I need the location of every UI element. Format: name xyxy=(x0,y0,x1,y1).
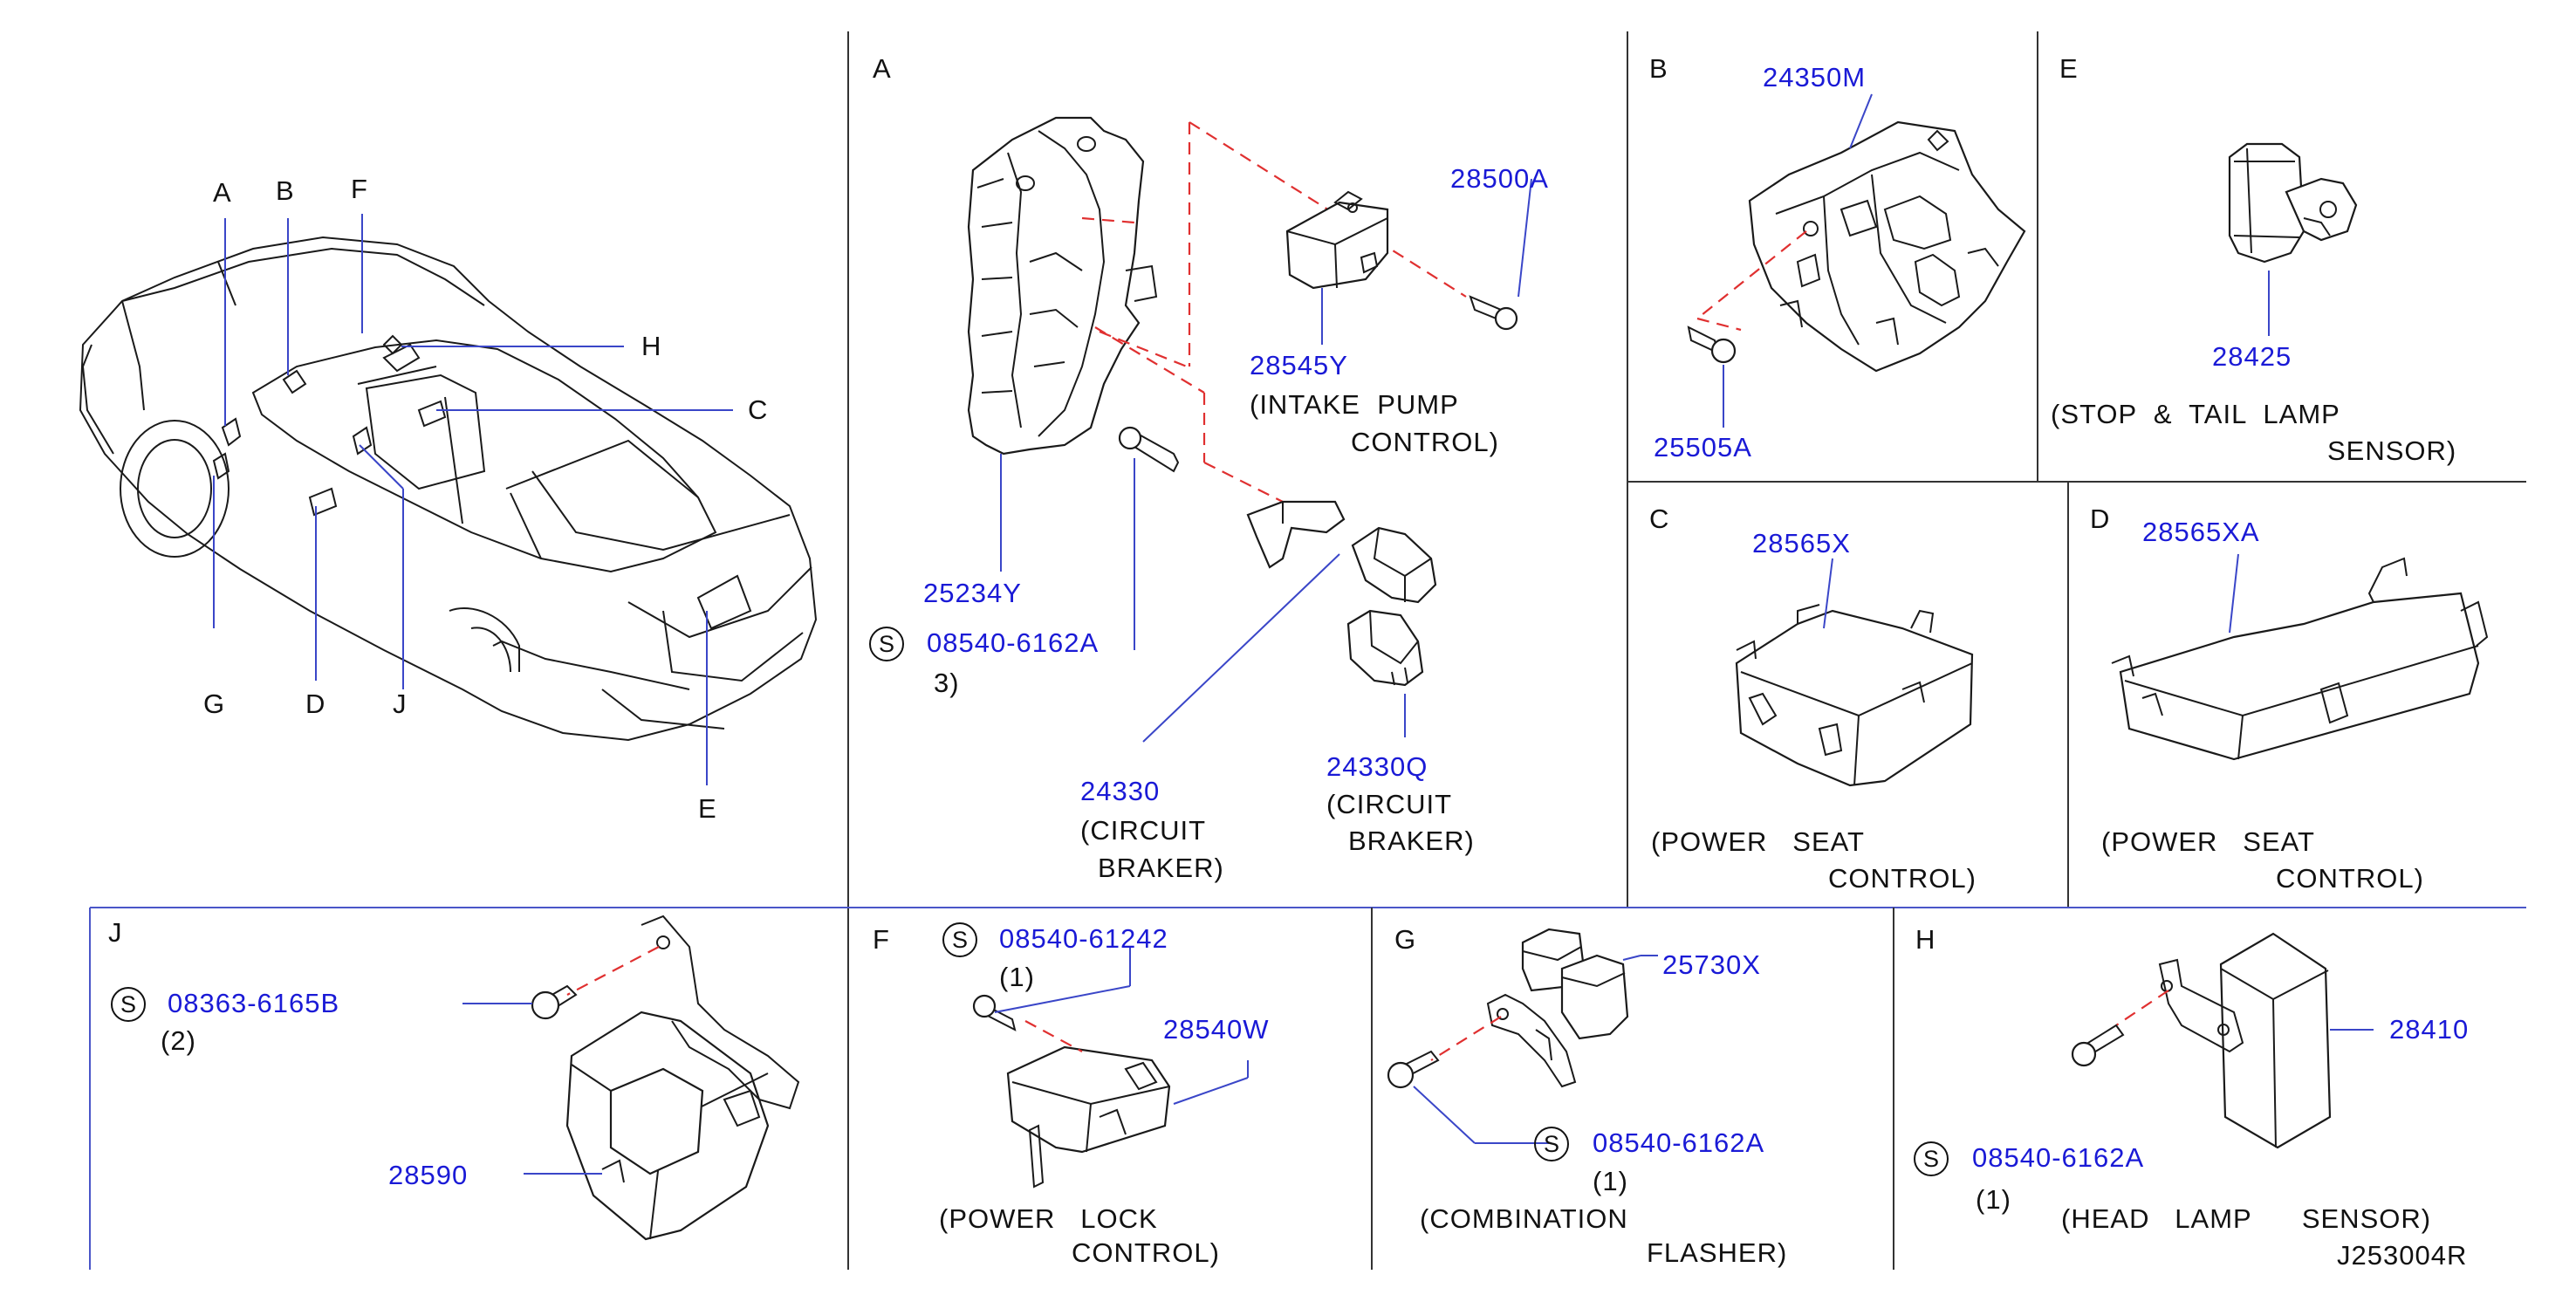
part-28545y-desc-1: (INTAKE PUMP xyxy=(1250,389,1459,420)
part-24330q-desc-2: BRAKER) xyxy=(1348,826,1475,856)
part-28565xa-desc-2: CONTROL) xyxy=(2276,863,2424,894)
panel-dividers xyxy=(89,31,2526,1270)
panel-b-label: B xyxy=(1649,53,1668,84)
panel-j-screw-symbol: S xyxy=(111,987,146,1022)
part-28540w: 28540W xyxy=(1163,1014,1270,1045)
panel-g-screw-symbol: S xyxy=(1534,1127,1569,1161)
part-25505a: 25505A xyxy=(1654,432,1752,462)
part-24330q: 24330Q xyxy=(1326,751,1428,782)
vehicle-illustration xyxy=(79,214,818,785)
panel-a-screw-quantity: 3) xyxy=(934,668,960,698)
part-28500a: 28500A xyxy=(1450,163,1549,194)
panel-j-parts xyxy=(462,915,800,1241)
diagram-code: J253004R xyxy=(2337,1240,2468,1271)
panel-b-parts xyxy=(1687,93,2026,428)
part-25730x: 25730X xyxy=(1662,949,1761,980)
panel-a-screw-part-number: 08540-6162A xyxy=(927,627,1100,658)
panel-e-label: E xyxy=(2059,53,2079,84)
part-28410-desc: (HEAD LAMP SENSOR) xyxy=(2061,1203,2432,1234)
panel-h-screw-part-number: 08540-6162A xyxy=(1972,1142,2145,1173)
part-24330q-desc-1: (CIRCUIT xyxy=(1326,789,1453,819)
panel-h-label: H xyxy=(1915,924,1936,955)
part-28565xa: 28565XA xyxy=(2142,517,2260,547)
vehicle-callout-f: F xyxy=(351,174,368,204)
part-24330-desc-1: (CIRCUIT xyxy=(1080,815,1207,846)
panel-f-screw-quantity: (1) xyxy=(999,962,1035,992)
panel-c-label: C xyxy=(1649,504,1670,534)
panel-f-label: F xyxy=(873,924,890,955)
vehicle-callout-a: A xyxy=(213,177,232,208)
part-24330-desc-2: BRAKER) xyxy=(1098,853,1224,883)
panel-f-screw-part-number: 08540-61242 xyxy=(999,923,1168,954)
part-25234y: 25234Y xyxy=(923,578,1022,608)
part-28565x-desc-1: (POWER SEAT xyxy=(1651,826,1865,857)
part-28590: 28590 xyxy=(388,1160,469,1190)
panel-c-parts xyxy=(1735,558,1974,787)
panel-g-parts xyxy=(1387,928,1658,1144)
panel-h-parts xyxy=(2071,932,2374,1149)
panel-g-label: G xyxy=(1394,924,1417,955)
panel-j-label: J xyxy=(108,917,123,948)
panel-a-screw-symbol: S xyxy=(869,627,904,661)
panel-f-parts xyxy=(972,947,1249,1189)
part-28425-desc-2: SENSOR) xyxy=(2327,435,2457,466)
vehicle-callout-h: H xyxy=(641,331,662,361)
part-28545y-desc-2: CONTROL) xyxy=(1351,427,1499,457)
panel-e-parts xyxy=(2228,142,2358,336)
part-28565xa-desc-1: (POWER SEAT xyxy=(2101,826,2315,857)
panel-a-parts xyxy=(967,116,1532,743)
part-28425: 28425 xyxy=(2212,341,2292,372)
part-25730x-desc-2: FLASHER) xyxy=(1647,1237,1788,1268)
part-24350m: 24350M xyxy=(1763,62,1867,92)
vehicle-callout-e: E xyxy=(698,793,717,824)
panel-d-parts xyxy=(2111,553,2489,761)
part-28565x-desc-2: CONTROL) xyxy=(1828,863,1977,894)
part-25730x-desc-1: (COMBINATION xyxy=(1420,1203,1628,1234)
vehicle-callout-d: D xyxy=(305,689,326,719)
part-28540w-desc-1: (POWER LOCK xyxy=(939,1203,1158,1234)
part-28565x: 28565X xyxy=(1752,528,1851,558)
part-24330: 24330 xyxy=(1080,776,1161,806)
vehicle-callout-g: G xyxy=(203,689,226,719)
panel-d-label: D xyxy=(2090,504,2111,534)
vehicle-callout-c: C xyxy=(748,394,769,425)
panel-j-screw-quantity: (2) xyxy=(161,1025,196,1056)
panel-j-screw-part-number: 08363-6165B xyxy=(168,988,340,1018)
vehicle-callout-b: B xyxy=(276,175,295,206)
part-28545y: 28545Y xyxy=(1250,350,1348,380)
part-28410: 28410 xyxy=(2389,1014,2470,1045)
vehicle-callout-j: J xyxy=(393,689,408,719)
part-28540w-desc-2: CONTROL) xyxy=(1072,1237,1220,1268)
panel-g-screw-quantity: (1) xyxy=(1593,1166,1628,1196)
part-28425-desc-1: (STOP & TAIL LAMP xyxy=(2051,399,2340,429)
panel-h-screw-quantity: (1) xyxy=(1976,1184,2011,1215)
panel-a-label: A xyxy=(873,53,892,84)
panel-f-screw-symbol: S xyxy=(942,922,977,957)
panel-h-screw-symbol: S xyxy=(1914,1141,1949,1176)
panel-g-screw-part-number: 08540-6162A xyxy=(1593,1127,1765,1158)
